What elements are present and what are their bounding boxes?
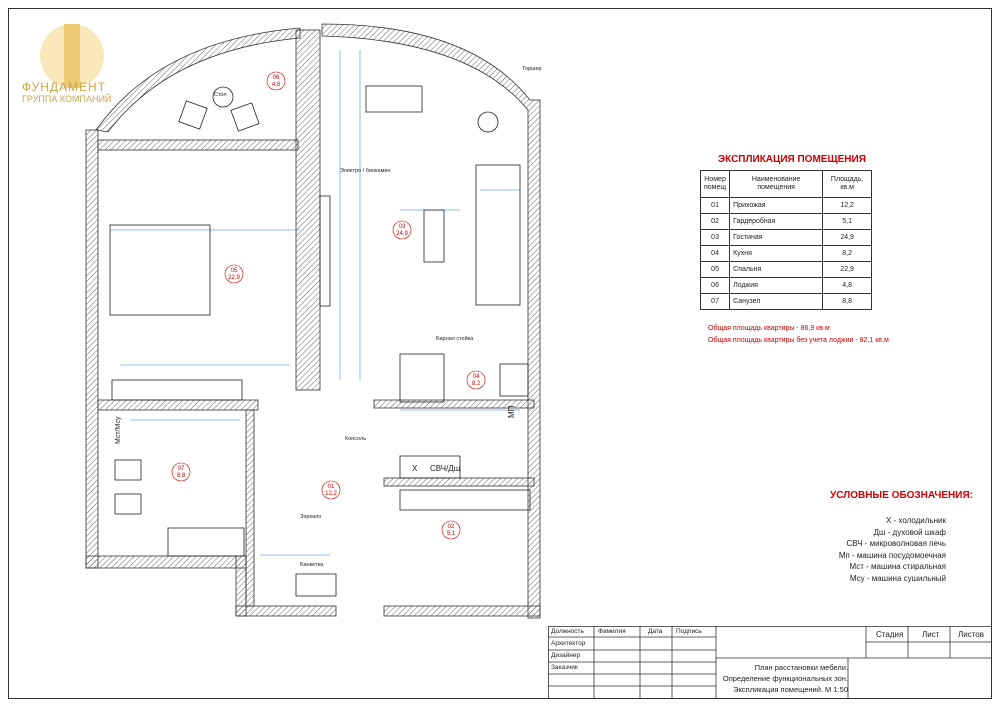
total-area-no-loggia: Общая площадь квартиры без учета лоджии … — [708, 337, 889, 344]
total-area: Общая площадь квартиры - 86,9 кв.м — [708, 325, 830, 332]
room-marker-01 — [321, 480, 341, 500]
legend-title: УСЛОВНЫЕ ОБОЗНАЧЕНИЯ: — [830, 490, 973, 501]
stamp-sheet: Лист — [922, 630, 940, 639]
room-num-01: 01 — [328, 484, 335, 490]
room-area-05: 22,9 — [228, 275, 240, 281]
label-mp: МП — [507, 405, 516, 418]
stamp-sheets: Листов — [958, 630, 984, 639]
label-zerkalo: Зеркало — [300, 514, 321, 520]
stamp-title-line: Определение функциональных зон. — [722, 674, 848, 683]
room-num-07: 07 — [178, 466, 185, 472]
stamp-title: План расстановки мебели. Определение фун… — [720, 662, 848, 695]
bedroom-wardrobe — [111, 379, 243, 401]
label-fridge: Х — [412, 464, 418, 473]
label-torsher: Торшер — [522, 66, 542, 72]
legend-item: Мст - машина стиральная — [849, 562, 946, 571]
header-num: Номер помещ — [699, 170, 731, 198]
room-marker-04 — [466, 370, 486, 390]
label-bar: Барная стойка — [436, 335, 474, 342]
header-name: Наименование помещения — [729, 170, 824, 198]
stamp-role-customer: Заказчик — [551, 664, 578, 671]
dimension-lines — [110, 50, 520, 556]
fireplace — [319, 195, 331, 307]
stamp-role-designer: Дизайнер — [551, 652, 581, 659]
stamp-col-position: Должность — [551, 628, 584, 635]
stamp-stage: Стадия — [876, 630, 904, 639]
stamp-title-line: План расстановки мебели. — [754, 663, 848, 672]
bed — [109, 224, 211, 316]
room-num-05: 05 — [231, 268, 238, 274]
logo-mark — [40, 24, 104, 88]
stamp-col-date: Дата — [648, 628, 663, 635]
legend-item: СВЧ - микроволновая печь — [846, 539, 946, 548]
armchair-right — [230, 102, 260, 132]
armchair-left — [178, 100, 208, 130]
room-num-04: 04 — [473, 374, 480, 380]
walls — [85, 23, 541, 619]
label-electro: Электро / биокамин — [340, 168, 391, 174]
sofa — [475, 164, 521, 306]
drawing-frame — [8, 8, 992, 699]
stamp-title-line: Экспликация помещений. М 1:50 — [733, 685, 848, 694]
room-area-06: 4,8 — [272, 82, 281, 88]
room-area-07: 8,8 — [177, 473, 186, 479]
room-num-02: 02 — [448, 524, 455, 530]
room-num-03: 03 — [399, 224, 406, 230]
room-area-04: 8,2 — [472, 381, 481, 387]
title-block: Должность Фамилия Дата Подпись Архитекто… — [548, 626, 992, 699]
room-area-01: 12,2 — [325, 491, 337, 497]
bench — [295, 573, 337, 597]
header-area: Площадь, кв.м — [822, 170, 873, 198]
title-block-grid — [548, 626, 992, 699]
explication-title: ЭКСПЛИКАЦИЯ ПОМЕЩЕНИЯ — [718, 154, 866, 165]
cooktop — [499, 363, 529, 397]
label-mst: Мст/Мсу — [115, 416, 122, 444]
stamp-col-surname: Фамилия — [598, 628, 626, 635]
label-banketka: Банкетка — [300, 562, 324, 568]
room-area-02: 5,1 — [447, 531, 456, 537]
logo-name: ФУНДАМЕНТ — [22, 80, 106, 94]
legend-item: Мп - машина посудомоечная — [838, 550, 946, 560]
bathtub — [167, 527, 245, 557]
room-area-03: 24,9 — [396, 231, 408, 237]
room-marker-07 — [171, 462, 191, 482]
bar-counter — [399, 353, 445, 403]
room-num-06: 06 — [273, 75, 280, 81]
legend-item: Мсу - машина сушильный — [849, 573, 946, 583]
stamp-col-signature: Подпись — [676, 628, 702, 635]
legend-item: Дш - духовой шкаф — [873, 527, 946, 537]
explication-table: Номер помещ Наименование помещения Площа… — [699, 170, 873, 310]
bidet — [114, 493, 142, 515]
room-marker-03 — [392, 220, 412, 240]
kitchen-appliances — [399, 455, 461, 479]
legend-list: Х - холодильник Дш - духовой шкаф СВЧ - … — [836, 515, 946, 584]
round-table — [212, 86, 234, 108]
room-marker-05 — [224, 264, 244, 284]
furniture — [109, 85, 531, 597]
closet-shelf — [399, 489, 531, 511]
label-stol: Стол — [214, 92, 227, 98]
logo-subtitle: ГРУППА КОМПАНИЙ — [22, 94, 112, 104]
legend-item: Х - холодильник — [885, 516, 946, 525]
stamp-role-architect: Архитектор — [551, 640, 586, 647]
coffee-table — [423, 209, 445, 263]
label-konsol: Консоль — [345, 436, 366, 442]
dining-table — [365, 85, 423, 113]
room-marker-06 — [266, 71, 286, 91]
room-marker-02 — [441, 520, 461, 540]
toilet — [114, 459, 142, 481]
label-svch: СВЧ/Дш — [430, 464, 460, 473]
floor-lamp — [477, 111, 499, 133]
